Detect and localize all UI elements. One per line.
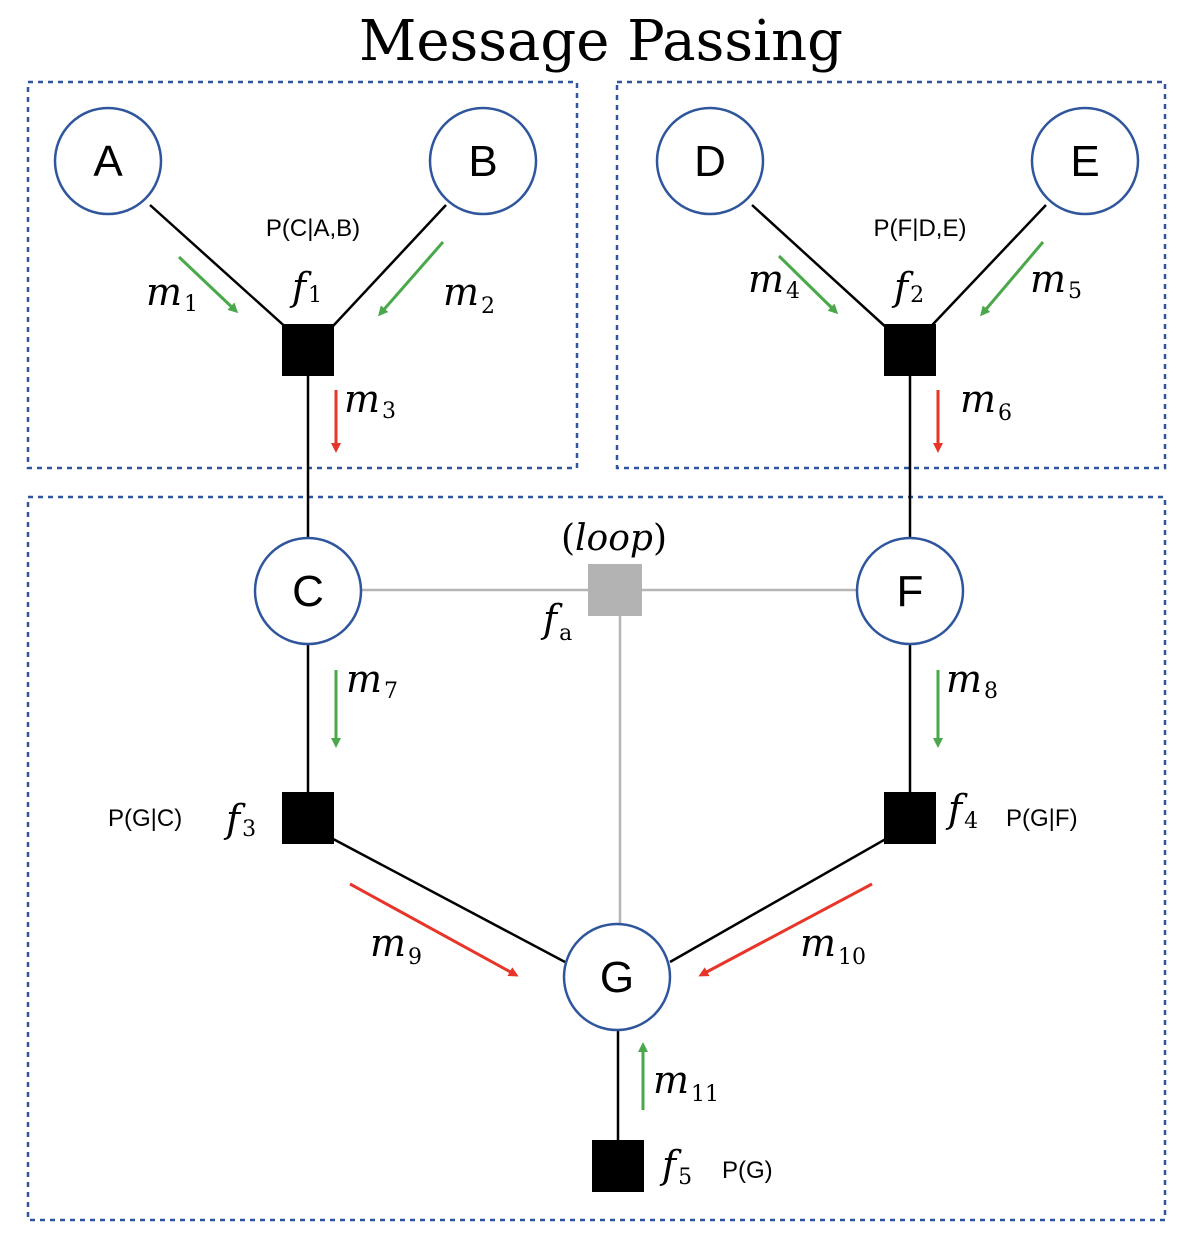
loop-label: (loop) — [561, 518, 667, 559]
message-label-m8: m8 — [946, 657, 998, 704]
factor-node-f3 — [282, 792, 334, 844]
message-label-m10: m10 — [800, 921, 866, 970]
factor-label-f5: f5 — [659, 1143, 692, 1190]
prob-label-f5: P(G) — [722, 1157, 773, 1184]
message-label-m4: m4 — [748, 257, 800, 304]
message-label-m5: m5 — [1030, 257, 1082, 304]
edge-f3-g — [319, 830, 566, 964]
variable-node-c: C — [253, 536, 363, 646]
message-arrow-m2 — [378, 241, 445, 317]
factor-label-f4: f4 — [945, 787, 978, 834]
factor-label-f3: f3 — [223, 797, 256, 842]
factor-label-f2: f2 — [891, 265, 924, 309]
variable-node-a: A — [53, 106, 163, 216]
factor-node-f2 — [884, 324, 936, 376]
variable-node-d: D — [655, 106, 765, 216]
message-label-m3: m3 — [344, 377, 396, 424]
factor-node-fa — [588, 564, 642, 616]
variable-node-e: E — [1030, 106, 1140, 216]
variable-label-g: G — [600, 953, 634, 1002]
prob-label-f3: P(G|C) — [108, 805, 182, 832]
factor-label-fa: fa — [540, 597, 572, 646]
factor-node-f1 — [282, 324, 334, 376]
message-arrow-m10 — [698, 882, 873, 977]
factor-label-f1: f1 — [289, 265, 322, 309]
message-label-m2: m2 — [443, 270, 495, 319]
edge-e-f2 — [917, 204, 1047, 341]
message-label-m9: m9 — [370, 921, 422, 970]
variable-label-c: C — [292, 567, 324, 616]
prob-label-f2: P(F|D,E) — [874, 215, 967, 242]
edge-a-f1 — [149, 204, 301, 341]
region-box-top-right — [615, 80, 1167, 470]
message-label-m11: m11 — [653, 1058, 719, 1107]
diagram-title: Message Passing — [359, 9, 843, 74]
message-label-m1: m1 — [146, 270, 198, 317]
message-arrow-m5 — [980, 241, 1045, 317]
edge-f4-g — [669, 830, 899, 964]
variable-node-g: G — [562, 922, 672, 1032]
variable-label-e: E — [1070, 137, 1099, 186]
region-box-top-left — [26, 80, 579, 470]
prob-label-f4: P(G|F) — [1006, 805, 1078, 832]
edge-b-f1 — [319, 204, 447, 341]
variable-label-b: B — [468, 137, 497, 186]
prob-label-f1: P(C|A,B) — [266, 215, 360, 242]
message-label-m6: m6 — [960, 377, 1012, 426]
variable-node-b: B — [428, 106, 538, 216]
message-arrow-m4 — [777, 254, 839, 315]
edge-d-f2 — [751, 204, 901, 341]
message-label-m7: m7 — [346, 657, 398, 704]
factor-node-f4 — [884, 792, 936, 844]
variable-label-a: A — [93, 137, 123, 186]
message-arrow-m1 — [177, 255, 239, 314]
variable-label-d: D — [694, 137, 726, 186]
factor-node-f5 — [592, 1140, 644, 1192]
message-arrow-m9 — [349, 882, 519, 977]
variable-label-f: F — [897, 567, 924, 616]
variable-node-f: F — [855, 536, 965, 646]
